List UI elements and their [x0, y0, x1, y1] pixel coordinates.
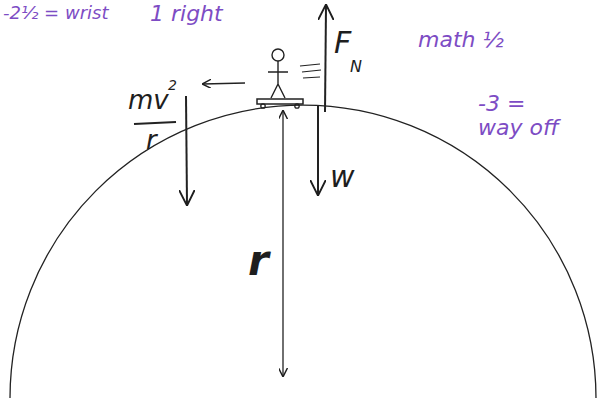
radius-label: r [146, 126, 157, 155]
grader-note: 1 right [150, 2, 223, 26]
cart-wheel [295, 104, 299, 108]
velocity-arrow [203, 83, 245, 84]
fraction-bar [134, 122, 176, 124]
force-symbol: w [330, 160, 355, 193]
mass-velocity-label: mv [128, 86, 169, 115]
scribble-marks [300, 64, 321, 78]
force-symbol: F [334, 26, 351, 59]
radius-line [282, 111, 283, 376]
force-subscript: N [350, 58, 362, 76]
grader-note: math ½ [418, 28, 504, 52]
grader-note: -3 = way off [478, 92, 564, 140]
exponent-label: 2 [168, 78, 177, 93]
stick-figure [268, 49, 288, 98]
centripetal-force-arrow [186, 96, 187, 204]
weight-arrow [317, 106, 319, 194]
planet-arc [10, 105, 596, 398]
grader-note: -2½ = wrist [3, 3, 108, 23]
cart-platform [257, 99, 303, 104]
radius-label: r [248, 238, 269, 284]
normal-force-arrow [325, 6, 326, 112]
cart-wheel [261, 104, 265, 108]
